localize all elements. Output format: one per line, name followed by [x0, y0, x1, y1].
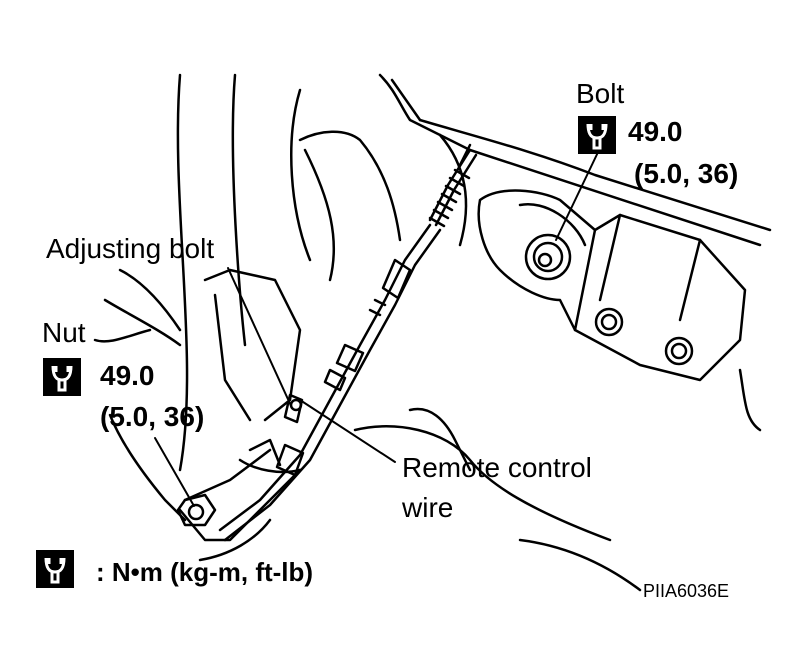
bolt-label: Bolt [576, 78, 625, 109]
bracket-right [477, 189, 762, 432]
legend-units: : N•m (kg-m, ft-lb) [96, 557, 314, 587]
adjusting-bolt-label: Adjusting bolt [46, 233, 215, 264]
housing-outline [176, 73, 772, 472]
remote-control-wire-drawing [218, 143, 478, 542]
nut-torque-alt: (5.0, 36) [100, 401, 205, 432]
figure-code: PIIA6036E [643, 581, 730, 601]
torque-wrench-icon [43, 358, 81, 396]
remote-control-wire-label-line2: wire [402, 492, 454, 523]
bolt-torque-alt: (5.0, 36) [634, 158, 739, 189]
leader-lines [154, 147, 601, 507]
nut-torque-value: 49.0 [100, 360, 155, 391]
torque-wrench-icon [578, 116, 616, 154]
nut-label: Nut [42, 317, 86, 348]
bolt-torque-value: 49.0 [628, 116, 683, 147]
lower-housing [93, 268, 642, 592]
remote-control-wire-label-line1: Remote control [402, 452, 592, 483]
torque-wrench-icon [36, 550, 74, 588]
nut-drawing [176, 493, 217, 527]
